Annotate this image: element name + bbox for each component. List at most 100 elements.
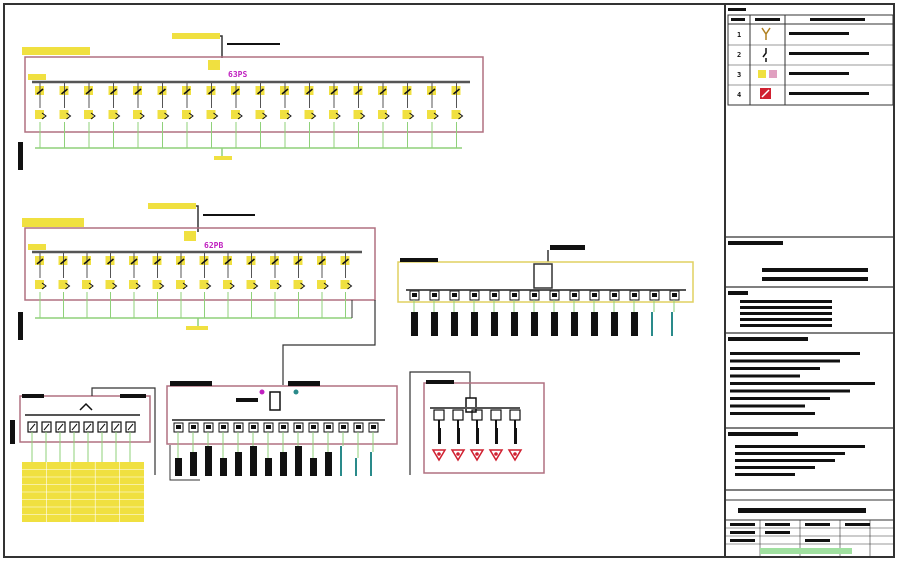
indicator-lamp bbox=[293, 389, 299, 395]
breaker-label bbox=[340, 280, 350, 289]
breaker-label bbox=[293, 280, 303, 289]
breaker-contact bbox=[191, 425, 196, 429]
breaker-label bbox=[35, 280, 44, 289]
breaker-contact bbox=[224, 258, 232, 265]
load-block bbox=[280, 452, 287, 476]
feeder-drop-label bbox=[186, 326, 208, 330]
breaker-contact bbox=[257, 88, 264, 95]
breaker-symbol bbox=[311, 112, 317, 120]
meter-label bbox=[236, 398, 258, 402]
breaker-contact bbox=[176, 425, 181, 429]
legend-header-no bbox=[731, 18, 745, 21]
general-notes-line bbox=[730, 389, 850, 393]
load-block bbox=[491, 312, 498, 336]
breaker-contact bbox=[355, 88, 362, 95]
fire-cover-dot bbox=[513, 452, 517, 456]
breaker-label bbox=[58, 280, 68, 289]
breaker-label bbox=[223, 280, 232, 289]
info-grid-text bbox=[765, 531, 790, 534]
info-grid-text bbox=[730, 523, 755, 526]
breaker-contact bbox=[532, 293, 537, 297]
panel-enclosure bbox=[24, 227, 376, 301]
breaker-contact bbox=[110, 88, 117, 95]
legend-description-line bbox=[789, 52, 869, 55]
consultant-line bbox=[735, 459, 835, 462]
breaker-contact bbox=[572, 293, 577, 297]
general-notes-line bbox=[730, 352, 860, 355]
panel-enclosure bbox=[423, 382, 545, 474]
legend-description-line bbox=[789, 72, 849, 75]
breaker-label bbox=[129, 280, 138, 289]
breaker-label bbox=[304, 110, 314, 119]
breaker-symbol bbox=[458, 112, 464, 120]
breaker-contact bbox=[248, 258, 255, 265]
breaker-label bbox=[255, 110, 265, 119]
breaker-label bbox=[246, 280, 256, 289]
main-breaker bbox=[269, 391, 281, 411]
main-breaker-label bbox=[184, 231, 196, 241]
notes-line bbox=[740, 306, 832, 309]
breaker-label bbox=[317, 280, 326, 289]
breaker-contact bbox=[61, 88, 68, 95]
indicator-lamp bbox=[259, 389, 265, 395]
general-notes-line bbox=[730, 359, 840, 363]
right-distribution-panel bbox=[397, 245, 694, 336]
panel-title-label bbox=[22, 394, 44, 398]
legend-header-symbol bbox=[755, 18, 780, 21]
load-block bbox=[325, 452, 332, 476]
load-block bbox=[411, 312, 418, 336]
general-notes-line bbox=[730, 404, 805, 408]
breaker-symbol bbox=[253, 282, 259, 290]
feeder-drop-label bbox=[214, 156, 232, 160]
breaker-contact bbox=[341, 425, 346, 429]
bottom-left-panel bbox=[10, 387, 156, 522]
feeder-group bbox=[27, 421, 136, 462]
breaker-symbol bbox=[237, 112, 243, 120]
breaker-label bbox=[199, 280, 209, 289]
breaker-contact bbox=[71, 423, 78, 431]
breaker-contact bbox=[318, 258, 326, 265]
breaker-symbol bbox=[335, 112, 341, 120]
breaker-contact bbox=[201, 258, 208, 265]
panel-title-label bbox=[426, 380, 454, 384]
project-name-line bbox=[762, 268, 868, 272]
load-block bbox=[340, 446, 342, 476]
feeder-group bbox=[35, 82, 464, 148]
breaker-contact bbox=[379, 88, 387, 95]
panel-title-label bbox=[400, 258, 438, 262]
notes-line bbox=[740, 318, 832, 321]
main-breaker bbox=[533, 263, 553, 289]
load-block bbox=[476, 428, 479, 444]
main-breaker bbox=[79, 402, 93, 411]
breaker-contact bbox=[342, 258, 349, 265]
breaker-contact bbox=[512, 293, 517, 297]
meter-symbol-icon bbox=[769, 70, 777, 78]
fire-cover-symbol bbox=[469, 449, 485, 462]
consultant-lines bbox=[735, 445, 865, 476]
general-notes-line bbox=[730, 382, 875, 385]
panel-title-label bbox=[120, 394, 146, 398]
incomer-label bbox=[172, 33, 220, 39]
main-breaker bbox=[465, 397, 477, 413]
load-block bbox=[190, 452, 197, 476]
breaker-contact bbox=[232, 88, 240, 95]
feeder-group bbox=[35, 252, 353, 318]
breaker-contact bbox=[412, 293, 417, 297]
fire-cover-symbol bbox=[507, 449, 523, 462]
breaker-symbol bbox=[182, 282, 188, 290]
breaker-contact bbox=[326, 425, 331, 429]
bottom-right-panel bbox=[409, 371, 545, 475]
info-grid-text bbox=[730, 531, 755, 534]
load-block bbox=[531, 312, 538, 336]
breaker-contact bbox=[652, 293, 657, 297]
panel-tag: 63PS bbox=[228, 70, 247, 79]
fire-cover-symbol bbox=[488, 449, 504, 462]
breaker-contact bbox=[632, 293, 637, 297]
breaker-contact bbox=[266, 425, 271, 429]
isolator-symbol-icon bbox=[762, 48, 767, 62]
reference-heading bbox=[728, 241, 783, 245]
general-notes-line bbox=[730, 412, 815, 415]
load-block bbox=[295, 446, 302, 476]
general-notes-lines bbox=[730, 352, 875, 415]
